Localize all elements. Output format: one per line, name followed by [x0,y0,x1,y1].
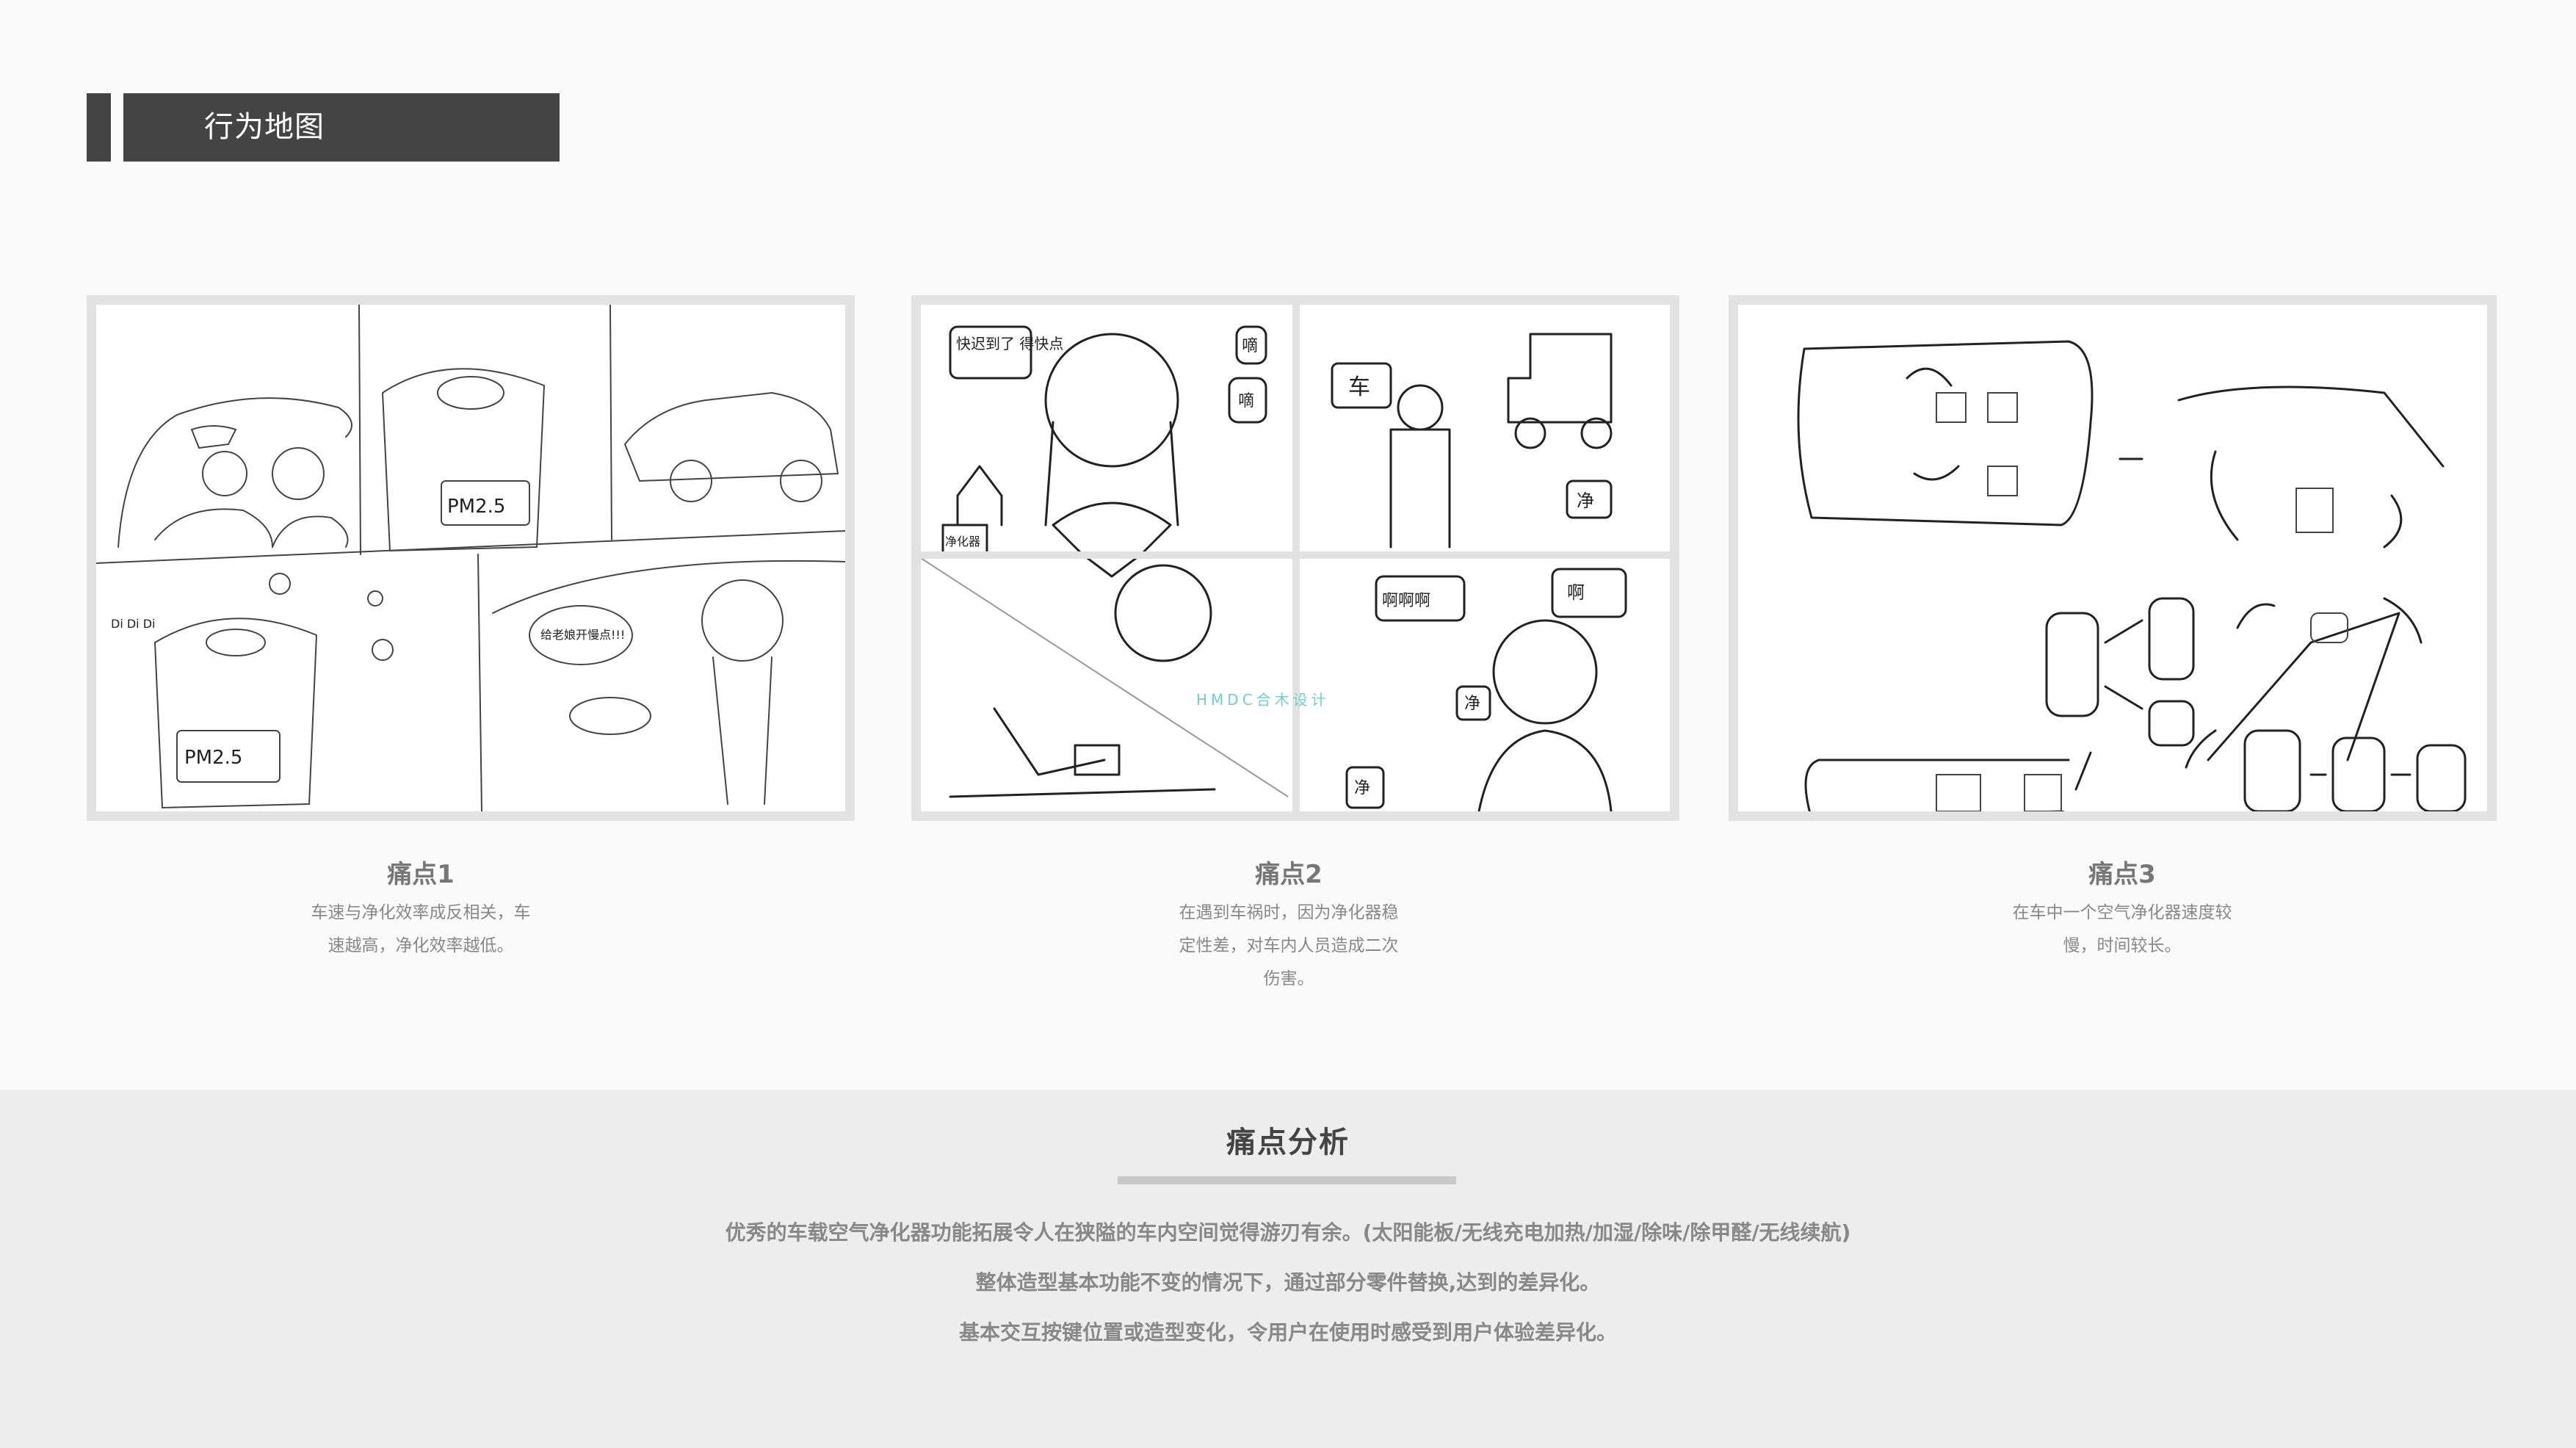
sketch-beep-1: 嘀 [1242,337,1258,355]
header-bar: 行为地图 [123,93,560,162]
description-line: 慢，时间较长。 [2063,936,2182,955]
sketch-storyboard-2: 快迟到了 得快点 嘀 嘀 净化器 车 净 啊啊啊 [921,305,1670,811]
analysis-line: 整体造型基本功能不变的情况下，通过部分零件替换,达到的差异化。 [975,1270,1601,1295]
panel-divider-horizontal [921,551,1670,559]
description-line: 定性差，对车内人员造成二次 [1179,936,1399,955]
description-line: 车速与净化效率成反相关，车 [311,903,531,922]
sketch-label-purifier: 净化器 [945,535,980,549]
analysis-section [0,1090,2576,1448]
sketch-label-beep: Di Di Di [111,617,155,631]
sketch-speech-scream-2: 啊 [1567,582,1585,603]
pain-point-description: 在遇到车祸时，因为净化器稳 定性差，对车内人员造成二次 伤害。 [1131,897,1447,996]
storyboard-frame-1: PM2.5 PM2.5 Di Di Di 给老娘开慢点!!! [87,295,855,821]
sketch-label-car: 车 [1348,374,1370,400]
sketch-label-clean-3: 净 [1354,779,1370,797]
description-line: 伤害。 [1263,969,1314,988]
pain-point-caption-2: 痛点2 在遇到车祸时，因为净化器稳 定性差，对车内人员造成二次 伤害。 [1131,855,1447,996]
pain-point-description: 车速与净化效率成反相关，车 速越高，净化效率越低。 [267,897,575,963]
sketch-illustration-2: 快迟到了 得快点 嘀 嘀 净化器 车 净 啊啊啊 [921,325,1627,811]
analysis-divider [1118,1176,1456,1184]
analysis-line: 基本交互按键位置或造型变化，令用户在使用时感受到用户体验差异化。 [958,1320,1617,1344]
description-line: 在遇到车祸时，因为净化器稳 [1179,903,1399,922]
sketch-label-pm25-2: PM2.5 [184,747,242,769]
sketch-label-pm25: PM2.5 [447,496,505,518]
sketch-label-clean-1: 净 [1577,490,1594,511]
sketch-storyboard-1: PM2.5 PM2.5 Di Di Di 给老娘开慢点!!! [96,305,845,811]
watermark: HMDC合木设计 [1196,691,1330,709]
pain-point-title: 痛点1 [387,860,455,889]
sketch-speech-scream-1: 啊啊啊 [1382,592,1430,610]
storyboard-frame-2: 快迟到了 得快点 嘀 嘀 净化器 车 净 啊啊啊 [911,295,1679,821]
sketch-beep-2: 嘀 [1238,392,1254,410]
section-title: 行为地图 [204,110,325,144]
description-line: 速越高，净化效率越低。 [328,936,514,955]
analysis-text: 优秀的车载空气净化器功能拓展令人在狭隘的车内空间觉得游刃有余。(太阳能板/无线充… [0,1208,2576,1358]
description-line: 在车中一个空气净化器速度较 [2012,903,2232,922]
sketch-speech-hurry: 快迟到了 得快点 [956,335,1063,352]
analysis-title: 痛点分析 [1226,1126,1350,1159]
sketch-illustration-1: PM2.5 PM2.5 Di Di Di 给老娘开慢点!!! [96,305,845,811]
pain-point-title: 痛点3 [2088,860,2156,889]
header-accent-block [87,93,111,162]
sketch-label-clean-2: 净 [1464,695,1480,713]
sketch-illustration-3 [1797,340,2467,811]
pain-point-caption-3: 痛点3 在车中一个空气净化器速度较 慢，时间较长。 [1964,855,2280,963]
sketch-speech-bubble: 给老娘开慢点!!! [540,628,625,642]
sketch-storyboard-3 [1738,305,2487,811]
pain-point-caption-1: 痛点1 车速与净化效率成反相关，车 速越高，净化效率越低。 [267,855,575,963]
pain-point-title: 痛点2 [1255,860,1323,889]
analysis-line: 优秀的车载空气净化器功能拓展令人在狭隘的车内空间觉得游刃有余。(太阳能板/无线充… [725,1220,1851,1245]
pain-point-description: 在车中一个空气净化器速度较 慢，时间较长。 [1964,897,2280,963]
storyboard-frame-3 [1729,295,2497,821]
